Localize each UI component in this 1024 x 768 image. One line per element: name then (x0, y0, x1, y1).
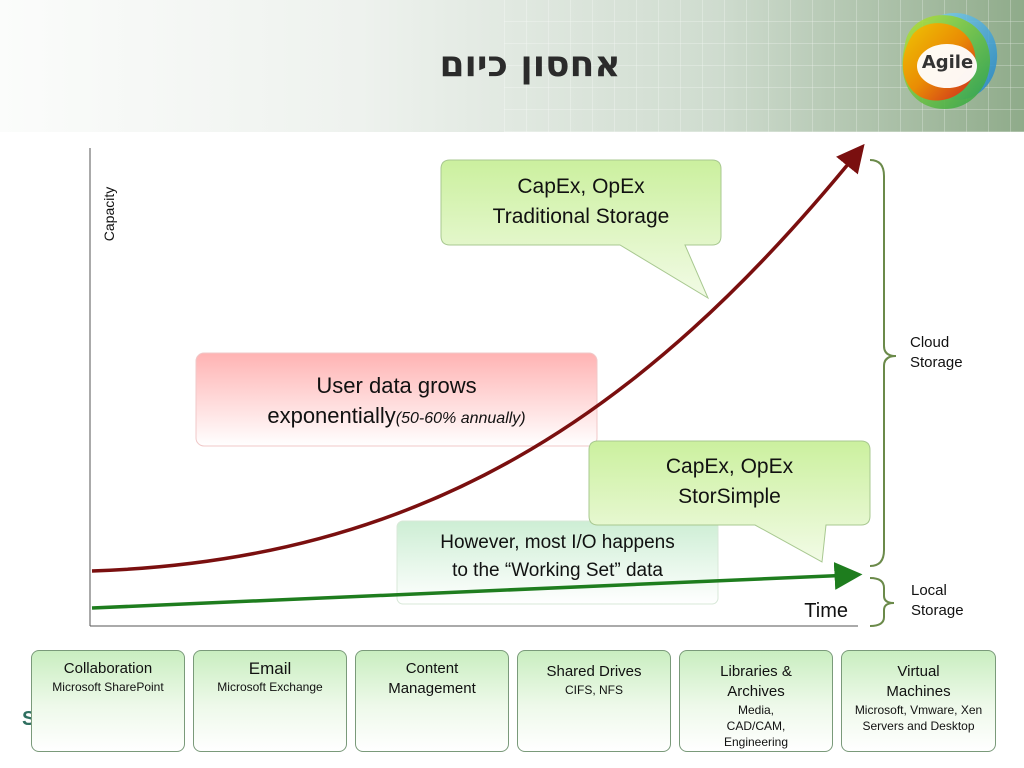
callout-growth-line2: exponentially (267, 403, 396, 428)
card-subtitle: Microsoft SharePoint (52, 680, 164, 694)
callout-traditional-bubble (440, 159, 722, 300)
callout-growth-box (195, 352, 598, 447)
callout-storsimple-bubble (588, 440, 871, 563)
capacity-chart: Capacity Time (89, 143, 897, 627)
slide-header: אחסון כיום (0, 0, 1024, 132)
local-storage-line1: Local (911, 582, 947, 599)
logo-text: Agile (921, 52, 974, 73)
callout-io-text: However, most I/O happens to the “Workin… (397, 529, 718, 585)
callout-growth-note: (50-60% annually) (395, 410, 526, 427)
cloud-storage-line2: Storage (910, 354, 963, 371)
callout-io-line2: to the “Working Set” data (452, 560, 663, 581)
callout-io-line1: However, most I/O happens (440, 532, 675, 553)
local-storage-bracket (869, 577, 895, 627)
workload-card-libraries-archives: Libraries & Archives Media, CAD/CAM, Eng… (679, 650, 833, 752)
local-storage-line2: Storage (911, 602, 964, 619)
card-subtitle: Microsoft, Vmware, Xen Servers and Deskt… (854, 703, 983, 733)
workload-card-content-management: Content Management (355, 650, 509, 752)
callout-traditional-line1: CapEx, OpEx (517, 175, 645, 198)
local-storage-label: Local Storage (911, 581, 964, 621)
card-title: Collaboration (63, 660, 153, 677)
card-title: Virtual Machines (886, 663, 951, 700)
callout-growth-text: User data grows exponentially(50-60% ann… (196, 371, 597, 434)
callout-storsimple-line1: CapEx, OpEx (665, 455, 794, 478)
x-axis-label: Time (804, 600, 848, 622)
slide-title: אחסון כיום (439, 44, 621, 85)
card-title: Libraries & Archives (720, 663, 792, 700)
cloud-storage-bracket (869, 159, 897, 567)
card-subtitle: Microsoft Exchange (217, 680, 323, 694)
workload-card-collaboration: Collaboration Microsoft SharePoint (31, 650, 185, 752)
exponential-growth-curve (91, 143, 865, 573)
card-title: Content Management (388, 660, 476, 697)
y-axis-label: Capacity (101, 187, 117, 241)
card-title: Email (248, 659, 292, 678)
card-title: Shared Drives (546, 663, 642, 680)
callout-growth-line1: User data grows (316, 373, 477, 398)
cloud-storage-label: Cloud Storage (910, 333, 963, 373)
workload-card-virtual-machines: Virtual Machines Microsoft, Vmware, Xen … (841, 650, 996, 752)
callout-storsimple-line2: StorSimple (678, 485, 781, 508)
cloud-storage-line1: Cloud (910, 334, 950, 351)
callout-storsimple-text: CapEx, OpEx StorSimple (589, 452, 870, 512)
card-subtitle: Media, CAD/CAM, Engineering (723, 703, 789, 749)
workload-card-email: Email Microsoft Exchange (193, 650, 347, 752)
working-set-line (91, 561, 863, 610)
callout-traditional-text: CapEx, OpEx Traditional Storage (441, 172, 721, 232)
agile-logo: Agile (885, 4, 1010, 119)
card-subtitle: CIFS, NFS (564, 683, 623, 697)
callout-traditional-line2: Traditional Storage (492, 205, 670, 228)
workload-card-shared-drives: Shared Drives CIFS, NFS (517, 650, 671, 752)
